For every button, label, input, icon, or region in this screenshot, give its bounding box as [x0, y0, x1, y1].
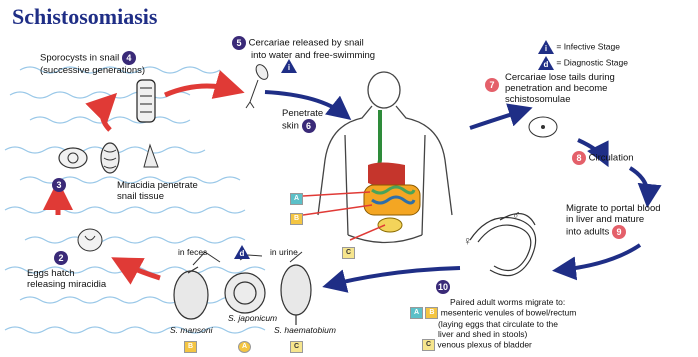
- egg-badge-c: C: [290, 341, 303, 353]
- step-10-badge-a: A: [410, 307, 423, 319]
- step-2-number: 2: [54, 251, 68, 265]
- female-symbol: ♀: [463, 234, 472, 248]
- organ-badge-c-wrap: C: [342, 244, 355, 262]
- arrow-8-to-9: [630, 168, 648, 200]
- step-5-text1: Cercariae released by snail: [249, 38, 364, 49]
- step-7-number: 7: [485, 78, 499, 92]
- arrow-4-to-5: [165, 86, 235, 95]
- legend-diagnostic: d = Diagnostic Stage: [538, 56, 628, 70]
- in-urine-label: in urine: [270, 247, 298, 257]
- infective-triangle-icon: i: [538, 40, 554, 54]
- legend-diagnostic-letter: d: [538, 60, 554, 70]
- egg-badge-a: A: [238, 341, 251, 353]
- eggs-d-letter: d: [234, 249, 250, 258]
- step-10-number: 10: [436, 280, 450, 294]
- step-6-label: Penetrate skin 6: [282, 108, 323, 133]
- step-6-text2: skin: [282, 121, 299, 132]
- schistosomula-illustration: [529, 117, 557, 137]
- step-7-text: Cercariae lose tails during penetration …: [505, 72, 615, 105]
- arrow-3-to-4: [103, 100, 111, 130]
- step-8-label: 8 Circulation: [572, 151, 634, 165]
- step-5-number: 5: [232, 36, 246, 50]
- step-10-text: Paired adult worms migrate to: A B mesen…: [410, 297, 576, 351]
- step-9-text2: in liver and mature: [566, 214, 644, 225]
- step-6-text1: Penetrate: [282, 108, 323, 119]
- diagnostic-stage-triangle-icon: d: [234, 245, 250, 259]
- egg-badge-a-wrap: A: [238, 338, 251, 356]
- step-3-text1: Miracidia penetrate: [117, 180, 198, 191]
- adult-worms-illustration: [470, 214, 536, 276]
- step-10-badge-b: B: [425, 307, 438, 319]
- step-9-text3: into adults: [566, 227, 609, 238]
- step-5-label: 5 Cercariae released by snail into water…: [232, 36, 375, 61]
- step-4-text1: Sporocysts in snail: [40, 53, 119, 64]
- legend-infective-letter: i: [538, 44, 554, 54]
- step-1-marker: i: [281, 57, 297, 75]
- step-4-text2: (successive generations): [40, 65, 145, 76]
- step-2-text: Eggs hatch releasing miracidia: [27, 268, 106, 290]
- step-1-letter: i: [281, 63, 297, 72]
- step-10-badge-c: C: [422, 339, 435, 351]
- step-3-label: 3: [52, 178, 66, 192]
- step-7-number-wrap: 7: [485, 78, 499, 92]
- s-mansoni-label: S. mansoni: [170, 325, 213, 335]
- organ-badge-a: A: [290, 193, 303, 205]
- s-haematobium-label: S. haematobium: [274, 325, 336, 335]
- step-9-number: 9: [612, 225, 626, 239]
- step-10-text1: Paired adult worms migrate to:: [410, 297, 565, 307]
- organ-badge-a-wrap: A: [290, 190, 303, 208]
- step-9-label: Migrate to portal blood in liver and mat…: [566, 203, 661, 239]
- diagnostic-marker: d: [234, 243, 250, 261]
- step-2-number-wrap: 2: [54, 251, 68, 265]
- legend-diagnostic-label: = Diagnostic Stage: [556, 57, 628, 67]
- step-6-number: 6: [302, 119, 316, 133]
- step-4-label: Sporocysts in snail 4 (successive genera…: [40, 51, 145, 76]
- step-2-text2: releasing miracidia: [27, 279, 106, 290]
- step-3-text: Miracidia penetrate snail tissue: [117, 180, 198, 202]
- egg-badge-c-wrap: C: [290, 338, 303, 356]
- arrow-6-to-7: [470, 110, 525, 128]
- step-7-text1: Cercariae lose tails during: [505, 72, 615, 83]
- diagnostic-triangle-icon: d: [538, 56, 554, 70]
- page-title: Schistosomiasis: [12, 4, 157, 30]
- step-10-a-text: mesenteric venules of bowel/rectum: [441, 307, 577, 317]
- step-2-text1: Eggs hatch: [27, 268, 75, 279]
- step-10-a-text2: (laying eggs that circulate to the: [410, 319, 558, 329]
- infective-stage-triangle-icon: i: [281, 59, 297, 73]
- step-7-text3: schistosomulae: [505, 94, 570, 105]
- male-symbol: ♂: [512, 208, 521, 222]
- step-8-number: 8: [572, 151, 586, 165]
- egg-badge-b: B: [184, 341, 197, 353]
- step-3-text2: snail tissue: [117, 191, 164, 202]
- snail-illustrations: [59, 80, 158, 251]
- legend-infective: i = Infective Stage: [538, 40, 620, 54]
- in-feces-label: in feces: [178, 247, 207, 257]
- organ-badge-b: B: [290, 213, 303, 225]
- egg-badge-b-wrap: B: [184, 338, 197, 356]
- step-9-text1: Migrate to portal blood: [566, 203, 661, 214]
- step-8-text1: Circulation: [589, 153, 634, 164]
- step-7-text2: penetration and become: [505, 83, 607, 94]
- human-body: [318, 72, 452, 243]
- organ-badge-c: C: [342, 247, 355, 259]
- cercaria-illustration: [246, 63, 270, 108]
- step-10-a-text3: liver and shed in stools): [410, 329, 527, 339]
- arrow-9-to-10: [560, 245, 640, 270]
- legend-infective-label: = Infective Stage: [556, 41, 620, 51]
- s-japonicum-label: S. japonicum: [228, 313, 277, 323]
- step-10-c-text: venous plexus of bladder: [437, 339, 532, 349]
- step-5-text2: into water and free-swimming: [232, 50, 375, 61]
- organ-badge-b-wrap: B: [290, 210, 303, 228]
- step-3-number: 3: [52, 178, 66, 192]
- step-10-number-wrap: 10: [436, 280, 450, 294]
- step-4-number: 4: [122, 51, 136, 65]
